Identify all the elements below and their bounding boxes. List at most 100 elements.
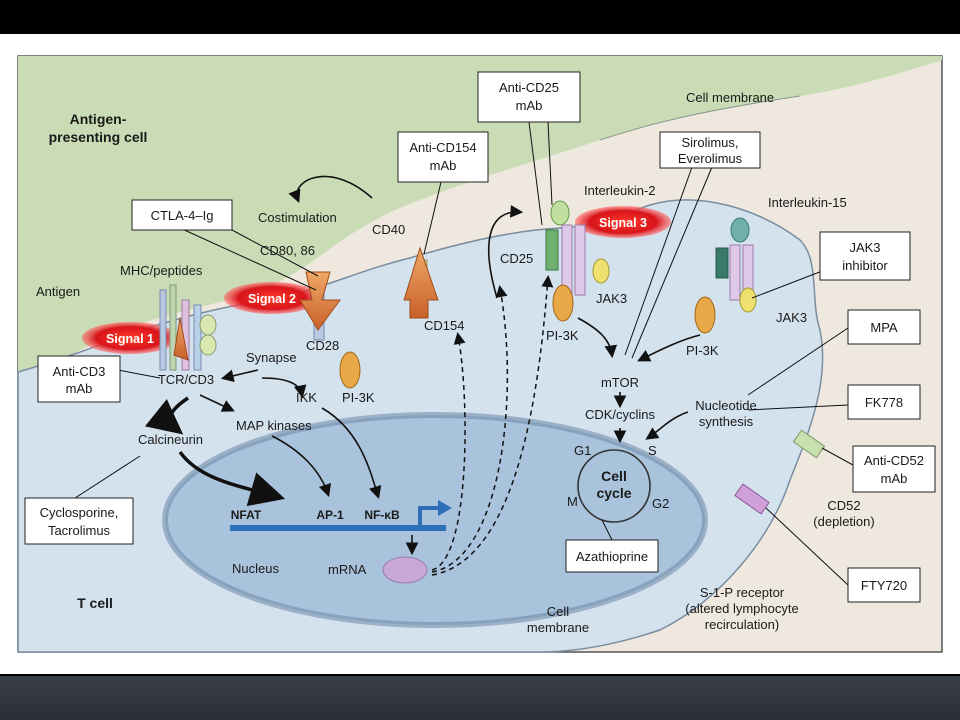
jak3-label-b: JAK3 — [776, 310, 807, 325]
cd52-label: CD52 — [827, 498, 860, 513]
tcr-label: TCR/CD3 — [158, 372, 214, 387]
jak3-label-a: JAK3 — [596, 291, 627, 306]
sirolimus-label: Sirolimus, — [681, 135, 738, 150]
s1p-label-3: recirculation) — [705, 617, 779, 632]
signal-1-badge: Signal 1 — [82, 322, 178, 354]
synapse-label: Synapse — [246, 350, 297, 365]
cd52-receptor — [792, 429, 826, 459]
ctla4-label: CTLA-4–Ig — [151, 208, 214, 223]
cell-cycle-ring — [577, 449, 651, 523]
anti-cd154-label-2: mAb — [430, 158, 457, 173]
azathioprine-label: Azathioprine — [576, 549, 648, 564]
anti-cd154-label: Anti-CD154 — [409, 140, 476, 155]
azathioprine-box — [565, 539, 659, 573]
signal-2-badge: Signal 2 — [224, 282, 320, 314]
mtor-label: mTOR — [601, 375, 639, 390]
nucleus-label: Nucleus — [232, 561, 279, 576]
nucleotide-label: Nucleotide — [695, 398, 756, 413]
ctla4-box — [131, 199, 233, 231]
cell-membrane-bottom-label-2: membrane — [527, 620, 589, 635]
s-phase-label: S — [648, 443, 657, 458]
apc-title: Antigen- — [70, 111, 127, 127]
cdk-cyclins-label: CDK/cyclins — [585, 407, 656, 422]
cyclosporine-box — [24, 497, 134, 545]
signal-2-label: Signal 2 — [248, 292, 296, 306]
anti-cd52-box — [852, 445, 936, 493]
anti-cd3-box — [37, 355, 121, 403]
nucleotide-label-2: synthesis — [699, 414, 754, 429]
il15-receptor-complex — [694, 217, 757, 334]
interleukin-2-label: Interleukin-2 — [584, 183, 656, 198]
cd28-complex — [299, 271, 361, 389]
calcineurin-label: Calcineurin — [138, 432, 203, 447]
signal-3-label: Signal 3 — [599, 216, 647, 230]
pi3k-cd28-label: PI-3K — [342, 390, 375, 405]
interleukin-15-label: Interleukin-15 — [768, 195, 847, 210]
mpa-label: MPA — [870, 320, 898, 335]
anti-cd52-label: Anti-CD52 — [864, 453, 924, 468]
transcription-arrowhead — [438, 500, 452, 516]
jak3-inhibitor-box — [819, 231, 911, 281]
membrane-line — [599, 95, 801, 141]
anti-cd3-label: Anti-CD3 — [53, 364, 106, 379]
map-kinases-label: MAP kinases — [236, 418, 312, 433]
mpa-box — [847, 309, 921, 345]
cd52-label-2: (depletion) — [813, 514, 874, 529]
pi3k-label-b: PI-3K — [686, 343, 719, 358]
nfat-label: NFAT — [231, 508, 262, 522]
apc-title-2: presenting cell — [49, 129, 148, 145]
anti-cd154-box — [397, 131, 489, 183]
cd25-label: CD25 — [500, 251, 533, 266]
transcription-start-arrow — [418, 506, 440, 528]
fty720-box — [847, 567, 921, 603]
fk778-label: FK778 — [865, 395, 903, 410]
fk778-box — [847, 384, 921, 420]
tcr-mhc-complex — [159, 284, 217, 371]
fty720-label: FTY720 — [861, 578, 907, 593]
antigen-label: Antigen — [36, 284, 80, 299]
mrna-dashed-arrows — [431, 275, 554, 576]
il2-receptor-complex — [545, 200, 610, 322]
cd40-cd154-complex — [403, 246, 439, 319]
ikk-label: IKK — [296, 390, 317, 405]
signal-1-label: Signal 1 — [106, 332, 154, 346]
m-phase-label: M — [567, 494, 578, 509]
slide-footer-bar — [0, 676, 960, 720]
cell-cycle-title-2: cycle — [596, 485, 631, 501]
anti-cd25-box — [477, 71, 581, 123]
s1p-receptor — [734, 483, 770, 515]
cyclosporine-label: Cyclosporine, — [40, 505, 119, 520]
cd80-label: CD80, 86 — [260, 243, 315, 258]
pi3k-cd28-blob — [339, 351, 361, 389]
cell-membrane-bottom-label: Cell — [547, 604, 570, 619]
mrna-blob — [382, 556, 428, 584]
jak3-inhibitor-label-2: inhibitor — [842, 258, 888, 273]
anti-cd3-label-2: mAb — [66, 381, 93, 396]
signal-3-badge: Signal 3 — [575, 206, 671, 238]
tacrolimus-label: Tacrolimus — [48, 523, 111, 538]
nfkb-label: NF-κB — [364, 508, 400, 522]
everolimus-label: Everolimus — [678, 151, 743, 166]
cd40-label: CD40 — [372, 222, 405, 237]
jak3-inhibitor-label: JAK3 — [849, 240, 880, 255]
ap1-label: AP-1 — [316, 508, 344, 522]
g1-label: G1 — [574, 443, 591, 458]
s1p-label: S-1-P receptor — [700, 585, 785, 600]
anti-cd25-label: Anti-CD25 — [499, 80, 559, 95]
mrna-label: mRNA — [328, 562, 367, 577]
g2-label: G2 — [652, 496, 669, 511]
sirolimus-box — [659, 131, 761, 169]
pathway-arrows — [144, 175, 701, 556]
t-cell-title: T cell — [77, 595, 113, 611]
mhc-label: MHC/peptides — [120, 263, 203, 278]
anti-cd52-label-2: mAb — [881, 471, 908, 486]
drug-callout-lines — [71, 121, 854, 586]
cell-cycle-title: Cell — [601, 468, 627, 484]
anti-cd25-label-2: mAb — [516, 98, 543, 113]
pi3k-label-a: PI-3K — [546, 328, 579, 343]
cd28-label: CD28 — [306, 338, 339, 353]
s1p-label-2: (altered lymphocyte — [685, 601, 798, 616]
cd154-label: CD154 — [424, 318, 464, 333]
costimulation-label: Costimulation — [258, 210, 337, 225]
